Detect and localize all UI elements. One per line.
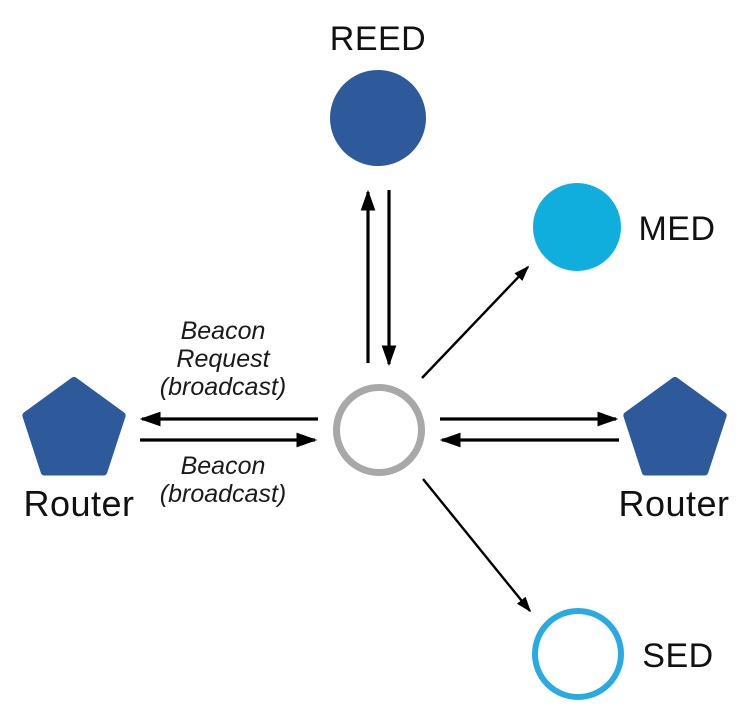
sed-node-circle (532, 608, 624, 700)
med-label: MED (638, 210, 716, 248)
beacon-line2: (broadcast) (159, 480, 287, 508)
beacon-request-line2: Request (176, 345, 270, 373)
router-right-node-pentagon (623, 377, 727, 476)
reed-label: REED (329, 20, 427, 58)
router-left-label: Router (23, 483, 135, 524)
sed-label: SED (642, 637, 714, 675)
router-left-node-pentagon (22, 377, 126, 476)
arrows-group (139, 189, 619, 613)
arrow-joiner-to-med (421, 265, 530, 379)
beacon-request-annotation: Beacon Request (broadcast) (160, 317, 286, 401)
joining-device-node-circle (333, 384, 425, 476)
reed-node-circle (330, 70, 426, 166)
router-right-label: Router (618, 483, 730, 524)
beacon-line1: Beacon (180, 452, 266, 480)
beacon-request-line3: (broadcast) (159, 373, 287, 401)
beacon-request-line1: Beacon (180, 317, 266, 345)
med-node-circle (533, 183, 621, 271)
beacon-annotation: Beacon (broadcast) (160, 452, 286, 508)
arrow-joiner-to-sed (422, 478, 532, 613)
